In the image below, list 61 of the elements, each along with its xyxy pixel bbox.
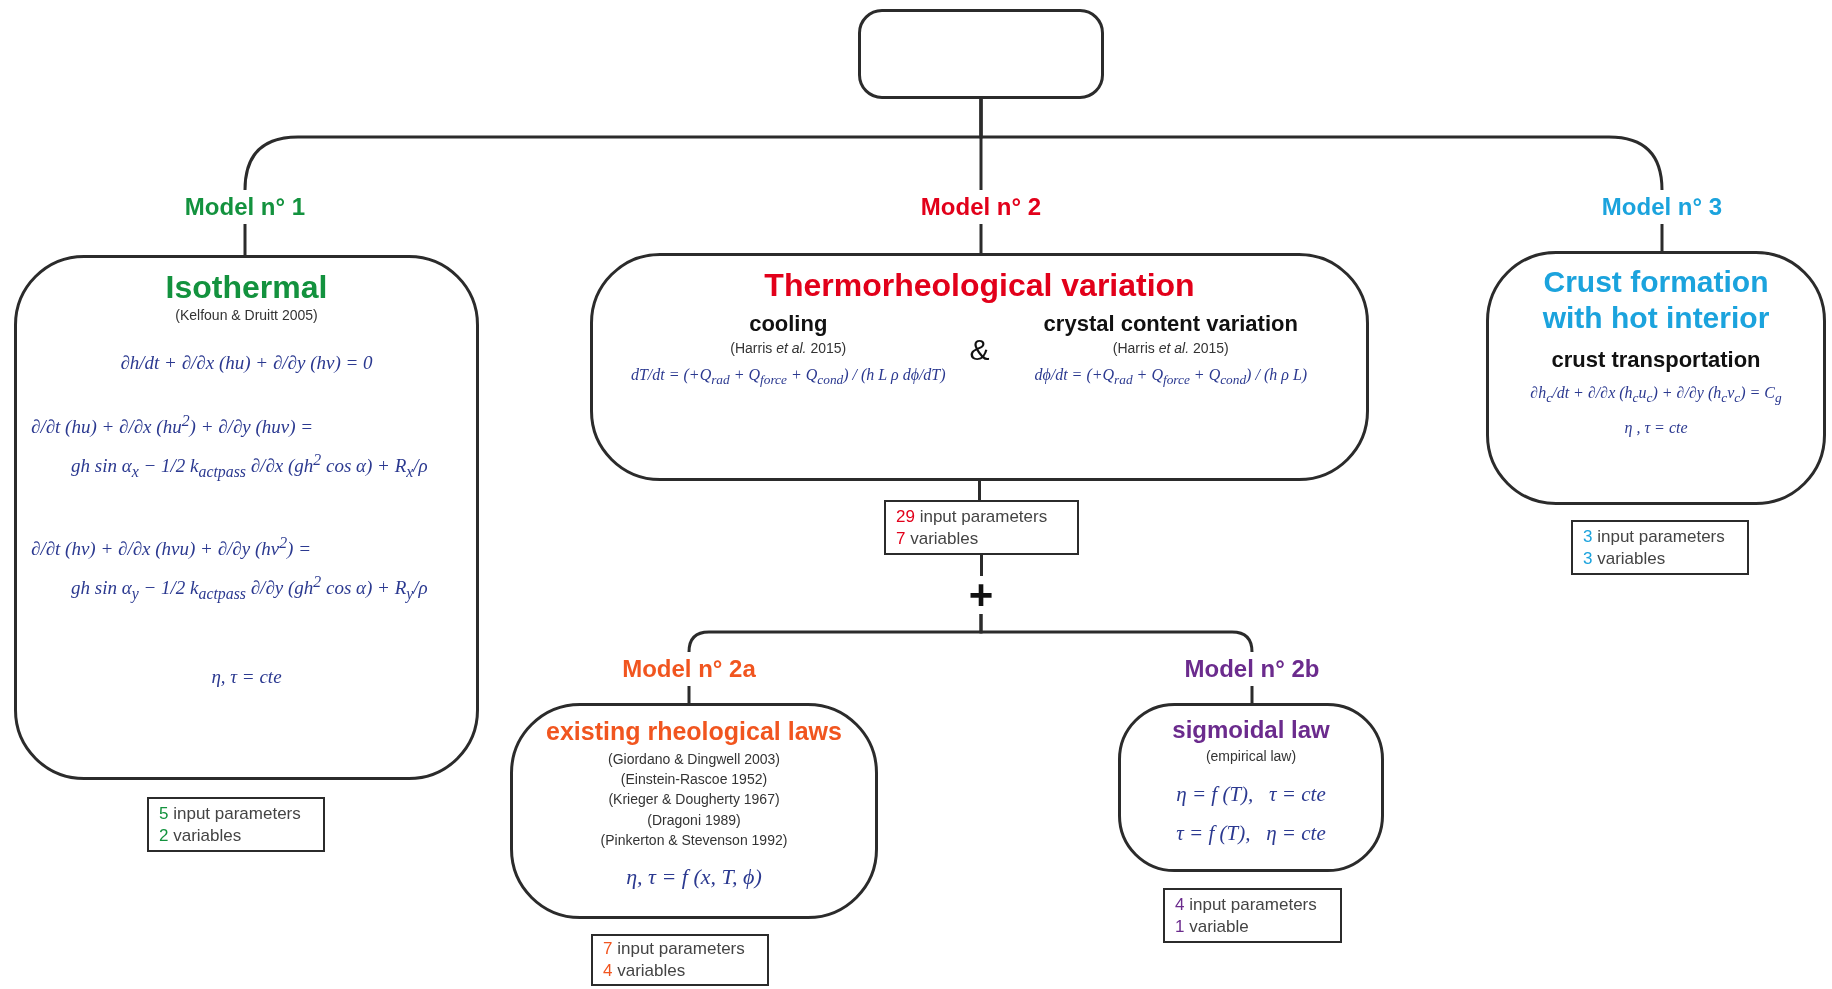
- model-panel: [510, 703, 878, 919]
- citation: (Dragoni 1989): [647, 810, 741, 829]
- equation: η, τ = f (x, T, ϕ): [626, 862, 762, 891]
- citation: (Krieger & Dougherty 1967): [608, 790, 780, 809]
- parameter-box: [1571, 520, 1749, 575]
- parameter-count: 4 variables: [603, 960, 686, 982]
- parameter-count: 7 input parameters: [603, 938, 745, 960]
- ampersand: &: [968, 332, 991, 367]
- equation: τ = f (T), η = cte: [1176, 820, 1326, 848]
- parameter-box: [591, 934, 769, 986]
- connector-line: [978, 481, 981, 500]
- model-title: existing rheological laws: [546, 716, 842, 746]
- parameter-count: 3 input parameters: [1583, 525, 1725, 548]
- parameter-count: 1 variable: [1175, 915, 1249, 938]
- model-panel: [590, 253, 1369, 481]
- equation: dϕ/dt = (+Q$_{rad}$ + Q$_{force}$ + Q$_{cond}$) / (h ρ L): [1034, 365, 1308, 389]
- equation: η = f (T), τ = cte: [1176, 781, 1326, 808]
- equation: η , τ = cte: [1624, 418, 1688, 439]
- citation: (Pinkerton & Stevenson 1992): [600, 830, 788, 849]
- citation: (Kelfoun & Druitt 2005): [175, 306, 318, 325]
- equation: ∂/∂t (hv) + ∂/∂x (hvu) + ∂/∂y (hv$^{2}$) =: [31, 532, 311, 562]
- empty-box: [858, 9, 1104, 99]
- connector-line: [979, 99, 1664, 192]
- equation: gh sin α$_{x}$ − 1/2 k$_{actpass}$ ∂/∂x (gh$^{2}$ cos α) + R$_{x}$/ρ: [71, 450, 428, 483]
- equation: ∂h$_{c}$/dt + ∂/∂x (h$_{c}$u$_{c}$) + ∂/∂y (h$_{c}$v$_{c}$) = C$_{g}$: [1530, 382, 1782, 407]
- model-title: sigmoidal law: [1172, 716, 1330, 745]
- model-panel: [14, 255, 479, 780]
- equation: η, τ = cte: [211, 664, 282, 689]
- subheading: crust transportation: [1551, 346, 1761, 374]
- equation: dT/dt = (+Q$_{rad}$ + Q$_{force}$ + Q$_{cond}$) / (h L ρ dϕ/dT): [630, 365, 946, 389]
- equation: ∂/∂t (hu) + ∂/∂x (hu$^{2}$) + ∂/∂y (huv) =: [31, 411, 314, 440]
- citation: (empirical law): [1205, 746, 1297, 765]
- citation: (Einstein-Rascoe 1952): [620, 770, 768, 789]
- parameter-count: 3 variables: [1583, 547, 1666, 570]
- parameter-count: 29 input parameters: [896, 505, 1048, 528]
- parameter-count: 2 variables: [159, 824, 242, 847]
- equation: ∂h/dt + ∂/∂x (hu) + ∂/∂y (hv) = 0: [120, 350, 373, 375]
- model-panel: [1486, 251, 1826, 505]
- citation: (Giordano & Dingwell 2003): [608, 750, 780, 769]
- model-title: Isothermal: [165, 268, 328, 307]
- model-title: Crust formation with hot interior: [1541, 264, 1771, 336]
- model-panel: [1118, 703, 1384, 872]
- connector-line: [687, 686, 691, 703]
- parameter-box: [884, 500, 1079, 555]
- connector-line: [979, 614, 1254, 654]
- citation: (Harris et al. 2015): [730, 339, 847, 358]
- connector-line: [1660, 224, 1664, 251]
- subheading: crystal content variation: [1043, 310, 1298, 339]
- connector-line: [980, 555, 983, 576]
- parameter-box: [1163, 888, 1342, 943]
- parameter-count: 4 input parameters: [1175, 893, 1317, 916]
- citation: (Harris et al. 2015): [1112, 339, 1229, 358]
- connector-line: [1250, 686, 1254, 703]
- connector-line: [243, 224, 247, 255]
- connector-line: [979, 224, 983, 253]
- model-title: Thermorheological variation: [764, 266, 1195, 305]
- subheading: cooling: [749, 310, 828, 339]
- parameter-count: 7 variables: [896, 527, 979, 550]
- equation: gh sin α$_{y}$ − 1/2 k$_{actpass}$ ∂/∂y (gh$^{2}$ cos α) + R$_{y}$/ρ: [71, 572, 428, 605]
- parameter-box: [147, 797, 325, 852]
- parameter-count: 5 input parameters: [159, 802, 301, 825]
